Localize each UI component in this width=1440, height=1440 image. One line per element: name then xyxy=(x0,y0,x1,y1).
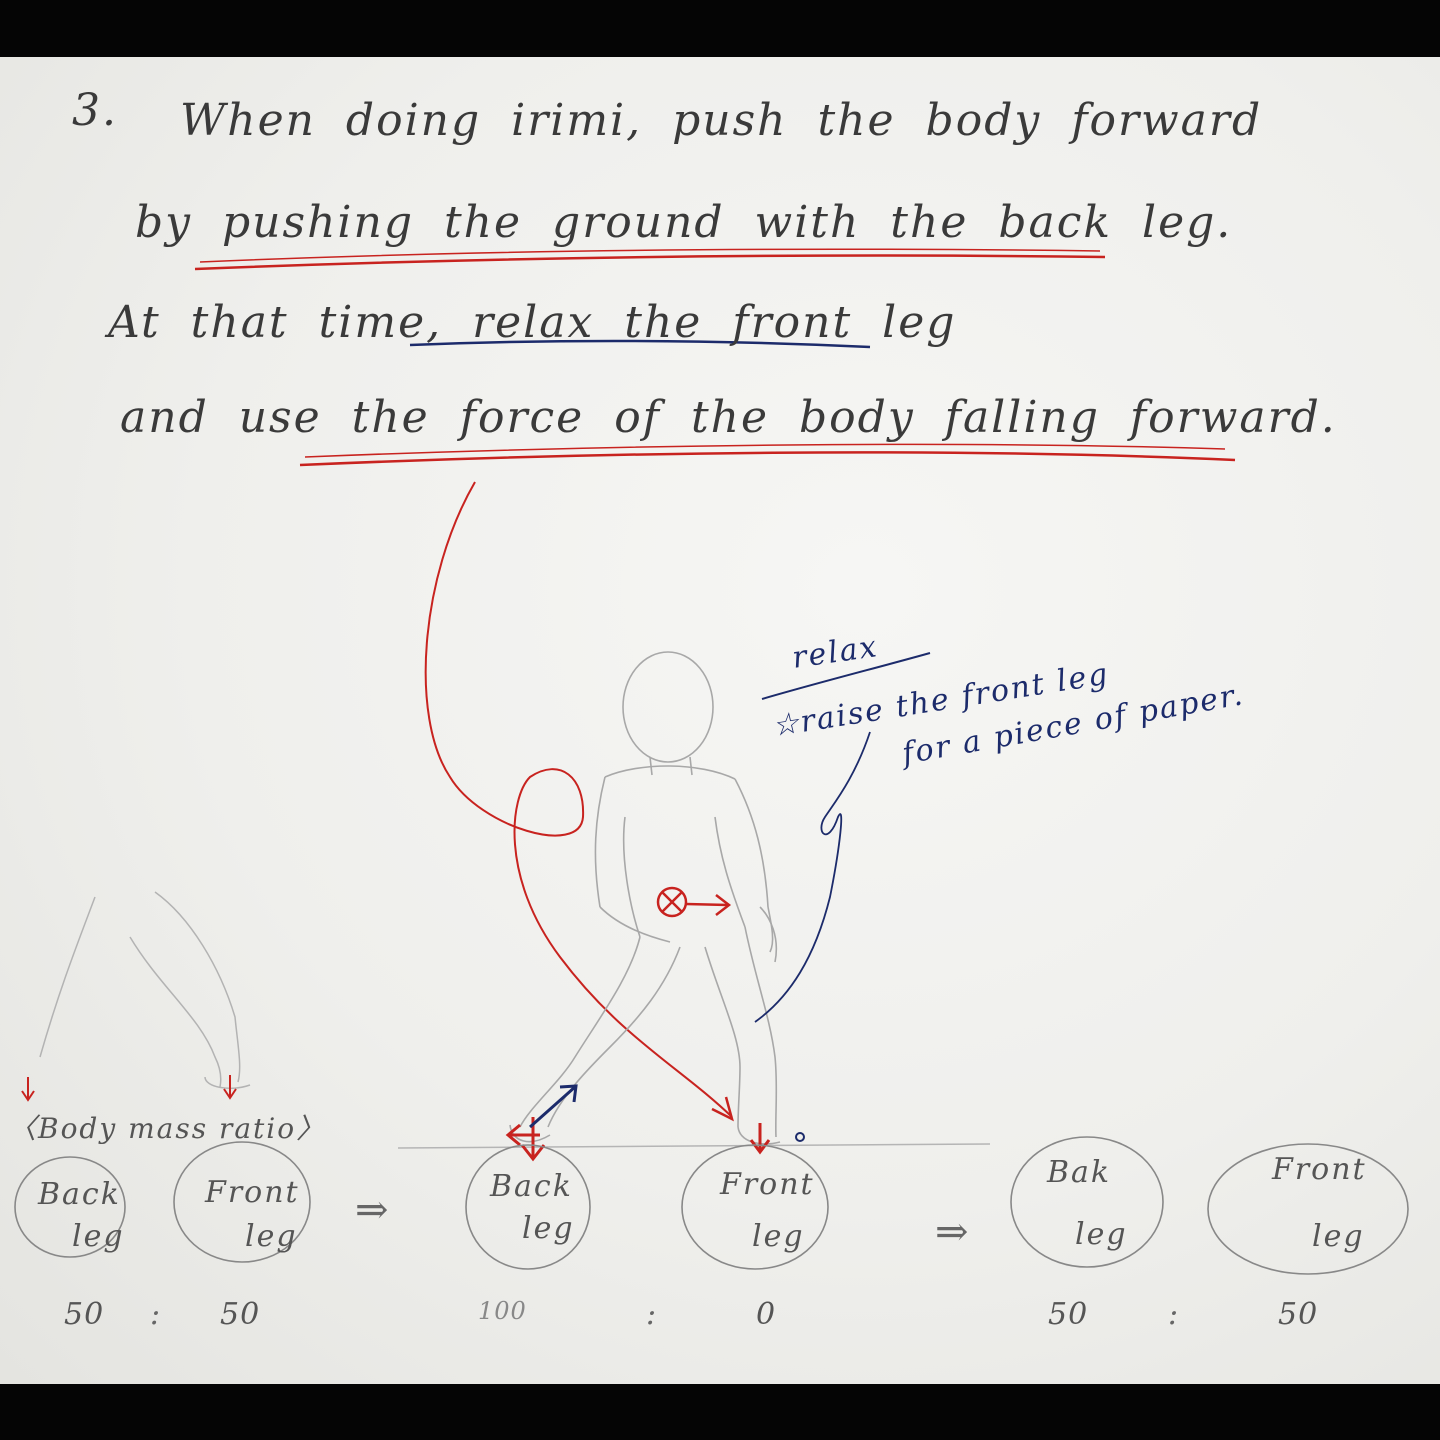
figure-left-partial xyxy=(39,891,251,1089)
stage3-front-label: Front xyxy=(1272,1152,1367,1187)
stage1-back-value: 50 xyxy=(64,1297,105,1332)
stage1-front-label: Front xyxy=(205,1175,300,1210)
transition-arrow-2: ⇒ xyxy=(935,1209,971,1255)
transition-arrow-1: ⇒ xyxy=(355,1187,391,1233)
stage3-back-label-2: leg xyxy=(1075,1217,1128,1252)
stage2-back-label-2: leg xyxy=(522,1211,575,1246)
instruction-line-4: and use the force of the body falling fo… xyxy=(120,392,1337,443)
blue-underline-relax xyxy=(409,339,871,349)
blue-underline-relax-note xyxy=(761,652,931,700)
stage2-back-value: 100 xyxy=(478,1297,527,1325)
red-underline-force-2 xyxy=(304,443,1226,458)
stage2-front-label-2: leg xyxy=(752,1219,805,1254)
red-underline-pushing-2 xyxy=(199,248,1101,263)
stage1-front-value: 50 xyxy=(220,1297,261,1332)
stage2-front-value: 0 xyxy=(756,1297,777,1332)
instruction-line-2: by pushing the ground with the back leg. xyxy=(135,197,1233,248)
stage1-front-label-2: leg xyxy=(245,1219,298,1254)
ratio-circles xyxy=(14,1136,1409,1275)
stage3-back-label: Bak xyxy=(1047,1155,1112,1190)
step-number: 3. xyxy=(72,85,118,136)
front-foot-dot xyxy=(795,1132,805,1142)
stage3-separator: : xyxy=(1168,1297,1181,1332)
red-underline-pushing xyxy=(194,254,1106,271)
stage3-back-value: 50 xyxy=(1048,1297,1089,1332)
stage2-front-label: Front xyxy=(720,1167,815,1202)
stage1-separator: : xyxy=(150,1297,163,1332)
left-figure-arrows xyxy=(21,1075,237,1102)
figure-main xyxy=(509,651,781,1145)
back-foot-arrows xyxy=(505,1084,578,1162)
stage1-back-label-2: leg xyxy=(72,1219,125,1254)
blue-leader-line xyxy=(754,731,871,1023)
red-underline-force xyxy=(299,451,1236,467)
stage3-front-label-2: leg xyxy=(1312,1219,1365,1254)
ground-line xyxy=(397,1143,991,1149)
front-foot-arrow xyxy=(749,1123,771,1155)
stage1-back-label: Back xyxy=(38,1177,121,1212)
sketch-layer xyxy=(14,248,1409,1275)
ratio-title: 〈Body mass ratio〉 xyxy=(8,1112,327,1145)
bottom-black-border xyxy=(0,1384,1440,1440)
paper-sheet: 3. When doing irimi, push the body forwa… xyxy=(0,57,1440,1384)
stage3-front-value: 50 xyxy=(1278,1297,1319,1332)
instruction-line-1: When doing irimi, push the body forward xyxy=(180,95,1263,146)
top-black-border xyxy=(0,0,1440,57)
instruction-line-3: At that time, relax the front leg xyxy=(108,297,957,348)
red-force-curve xyxy=(424,481,733,1118)
center-of-mass-symbol xyxy=(656,886,732,918)
stage2-back-label: Back xyxy=(490,1169,573,1204)
red-curve-arrowhead xyxy=(711,1096,734,1122)
stage2-separator: : xyxy=(646,1297,659,1332)
